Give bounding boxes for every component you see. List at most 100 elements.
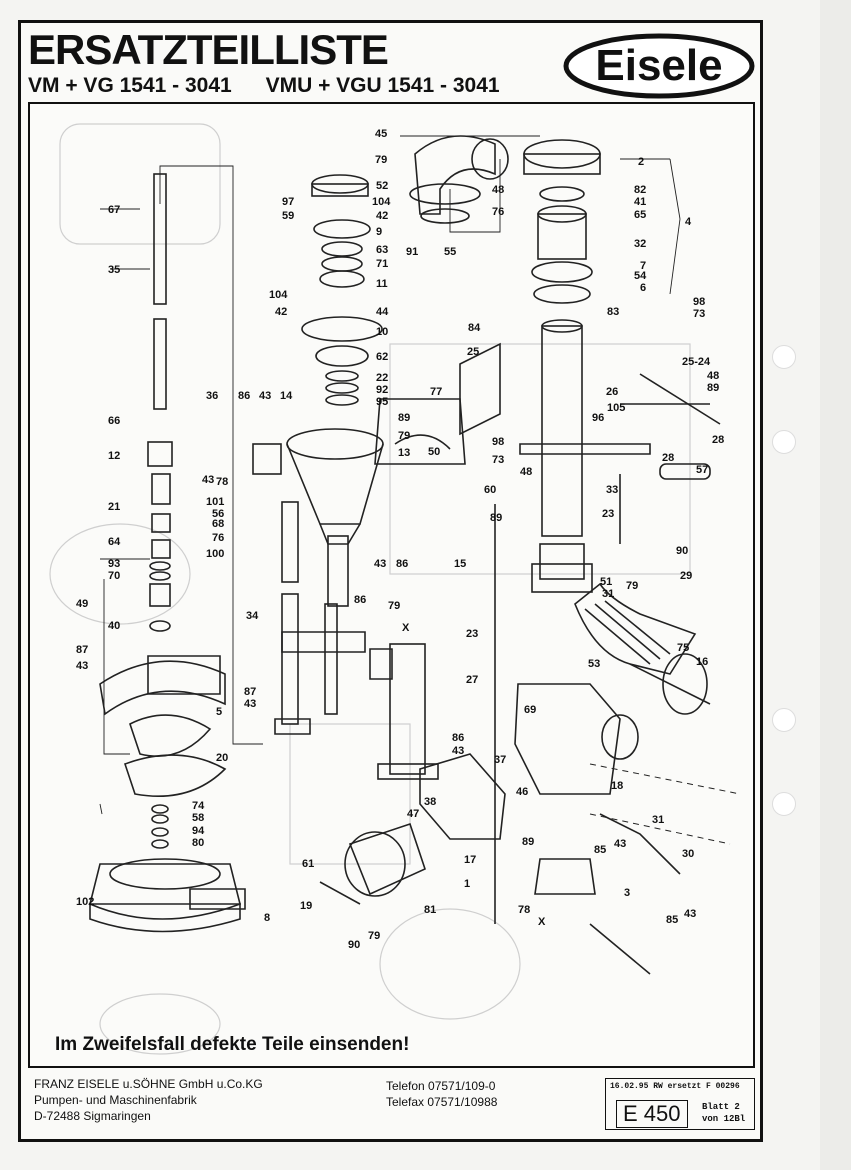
part-label: 3	[624, 887, 631, 899]
part-label: 85	[666, 914, 679, 926]
part-label: 47	[407, 808, 420, 820]
part-label: X	[402, 622, 410, 634]
part-label: 83	[607, 306, 620, 318]
part-label: 54	[634, 270, 647, 282]
part-label: 26	[606, 386, 619, 398]
part-label: 42	[376, 210, 389, 222]
part-label: 25	[467, 346, 480, 358]
part-label: 49	[76, 598, 89, 610]
part-label: 23	[602, 508, 615, 520]
part-label: 14	[280, 390, 293, 402]
part-label: 50	[428, 446, 441, 458]
part-label: 86	[354, 594, 367, 606]
part-label: X	[538, 916, 546, 928]
part-label: 77	[430, 386, 443, 398]
punch-hole	[772, 430, 796, 454]
part-label: 70	[108, 570, 121, 582]
model-left: VM + VG 1541 - 3041	[28, 74, 232, 97]
phone: Telefon 07571/109-0	[386, 1079, 496, 1093]
part-label: 53	[588, 658, 601, 670]
part-label: 42	[275, 306, 288, 318]
part-label: 38	[424, 796, 437, 808]
part-label: 89	[398, 412, 411, 424]
part-label: 101	[206, 496, 225, 508]
part-label: 29	[680, 570, 693, 582]
part-label: 92	[376, 384, 389, 396]
part-label: 105	[607, 402, 626, 414]
logo-shape: Eisele	[563, 33, 755, 99]
part-label: 28	[662, 452, 675, 464]
part-label: 86	[452, 732, 465, 744]
part-label: 63	[376, 244, 389, 256]
part-label: 35	[108, 264, 121, 276]
part-label: 25-24	[682, 356, 711, 368]
part-label: 45	[375, 128, 388, 140]
part-label: 19	[300, 900, 313, 912]
part-label: 96	[592, 412, 605, 424]
part-label: 5	[216, 706, 223, 718]
part-label: 79	[388, 600, 401, 612]
part-label: 79	[375, 154, 388, 166]
punch-hole	[772, 708, 796, 732]
part-label: 84	[468, 322, 481, 334]
part-label: 43	[244, 698, 257, 710]
page-edge-shadow	[820, 0, 851, 1170]
part-label: 60	[484, 484, 497, 496]
part-label: 102	[76, 896, 95, 908]
sheet-number: Blatt 2	[702, 1102, 740, 1112]
fax: Telefax 07571/10988	[386, 1095, 498, 1109]
part-label: 79	[368, 930, 381, 942]
part-label: 93	[108, 558, 121, 570]
part-label: 21	[108, 501, 121, 513]
part-label: 30	[682, 848, 695, 860]
document-number: E 450	[616, 1100, 688, 1128]
part-label: 94	[192, 825, 205, 837]
contact-block: Telefon 07571/109-0 Telefax 07571/10988	[386, 1078, 497, 1110]
company-name: FRANZ EISELE u.SÖHNE GmbH u.Co.KG	[34, 1077, 263, 1091]
part-label: 57	[696, 464, 709, 476]
part-label: 90	[348, 939, 361, 951]
part-label: 12	[108, 450, 121, 462]
part-label: 55	[444, 246, 457, 258]
part-label: 6	[640, 282, 647, 294]
part-label: 56	[212, 508, 225, 520]
part-label: 48	[707, 370, 720, 382]
part-label: 4	[685, 216, 692, 228]
model-right: VMU + VGU 1541 - 3041	[265, 74, 500, 97]
brand-wordmark: Eisele	[595, 41, 722, 90]
part-label: 73	[492, 454, 505, 466]
part-label: 95	[376, 396, 389, 408]
part-label: 104	[269, 289, 288, 301]
part-label: 82	[634, 184, 647, 196]
part-label: 65	[634, 209, 647, 221]
part-label: 43	[76, 660, 89, 672]
part-label: 36	[206, 390, 219, 402]
part-label: 91	[406, 246, 419, 258]
exploded-view-figure	[49, 123, 741, 1055]
part-label: 89	[522, 836, 535, 848]
part-label: 52	[376, 180, 389, 192]
part-label: 68	[212, 518, 225, 530]
part-label: 81	[424, 904, 437, 916]
part-label: 15	[454, 558, 467, 570]
footer-note: Im Zweifelsfall defekte Teile einsenden!	[55, 1034, 410, 1055]
part-label: 87	[76, 644, 89, 656]
part-label: 85	[594, 844, 607, 856]
part-label: 87	[244, 686, 257, 698]
part-label: 43	[374, 558, 387, 570]
part-label: 43	[202, 474, 215, 486]
part-label: 20	[216, 752, 229, 764]
part-label: 64	[108, 536, 121, 548]
part-label: 16	[696, 656, 709, 668]
model-line: VM + VG 1541 - 3041 VMU + VGU 1541 - 304…	[28, 74, 528, 98]
part-label: 67	[108, 204, 121, 216]
part-label: 89	[707, 382, 720, 394]
part-label: 43	[614, 838, 627, 850]
part-label: 33	[606, 484, 619, 496]
part-label: 89	[490, 512, 503, 524]
exploded-drawing: 45 79 2 52 97 104 59 42 67 9 48 82 41 76…	[28, 102, 755, 1068]
part-label: 41	[634, 196, 647, 208]
part-label: 48	[520, 466, 533, 478]
part-label: 104	[372, 196, 391, 208]
company-city: D-72488 Sigmaringen	[34, 1109, 151, 1123]
